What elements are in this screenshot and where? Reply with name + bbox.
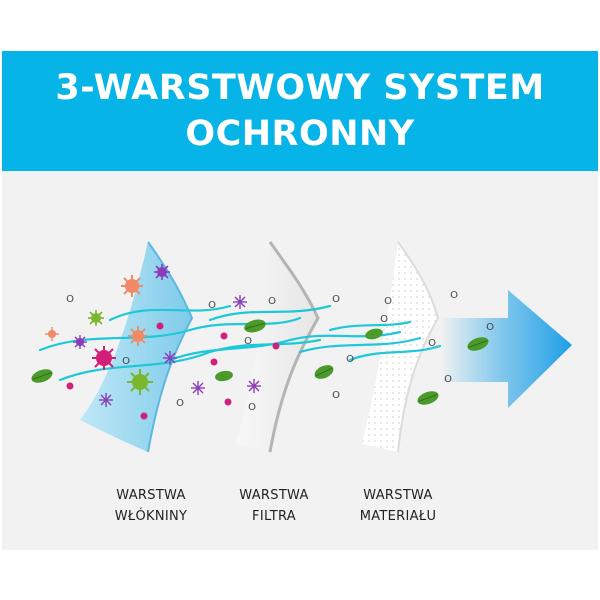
- layer-label-line: WARSTWA: [239, 488, 309, 503]
- layer-label-line: WŁÓKNINY: [114, 509, 188, 524]
- oxygen-label: O: [428, 338, 436, 349]
- leaf-icon: [417, 391, 439, 405]
- virus-icon: [154, 264, 170, 280]
- leaf-icon: [31, 369, 53, 383]
- oxygen-label: O: [346, 354, 354, 365]
- oxygen-label: O: [176, 398, 184, 409]
- layer-nonwoven: [80, 241, 194, 453]
- virus-icon: [73, 335, 87, 349]
- leaf-icon: [244, 319, 266, 333]
- oxygen-label: O: [444, 374, 452, 385]
- oxygen-label: O: [268, 296, 276, 307]
- virus-icons: [45, 264, 280, 420]
- title-line-1: 3-WARSTWOWY SYSTEM: [55, 68, 545, 108]
- oxygen-label: O: [380, 314, 388, 325]
- oxygen-label: O: [450, 290, 458, 301]
- layer-label-line: WARSTWA: [116, 488, 186, 503]
- virus-icon: [163, 351, 177, 365]
- layer-label-nonwoven: WARSTWA WŁÓKNINY: [86, 485, 216, 527]
- virus-icon: [233, 295, 247, 309]
- layer-label-line: MATERIAŁU: [359, 509, 437, 524]
- oxygen-label: O: [122, 356, 130, 367]
- oxygen-label: O: [332, 390, 340, 401]
- leaf-icon: [467, 337, 489, 351]
- oxygen-label: O: [332, 294, 340, 305]
- oxygen-label: O: [244, 336, 252, 347]
- particle-icons: [66, 322, 280, 420]
- oxygen-label: O: [384, 296, 392, 307]
- virus-icon: [45, 327, 59, 341]
- virus-icon: [127, 369, 153, 395]
- leaf-icons: [31, 319, 489, 405]
- title-banner: 3-WARSTWOWY SYSTEM OCHRONNY: [2, 51, 598, 171]
- airflow-arrow: [440, 290, 572, 408]
- leaf-icon: [215, 370, 233, 382]
- oxygen-label: O: [248, 402, 256, 413]
- virus-icon: [191, 381, 205, 395]
- title-line-2: OCHRONNY: [185, 114, 415, 154]
- leaf-icon: [365, 328, 383, 340]
- oxygen-label: O: [208, 300, 216, 311]
- leaf-icon: [314, 365, 334, 379]
- virus-icon: [128, 326, 148, 346]
- virus-icon: [247, 379, 261, 393]
- layer-label-filter: WARSTWA FILTRA: [209, 485, 339, 527]
- layer-material: [362, 241, 440, 453]
- virus-icon: [92, 346, 116, 370]
- virus-icon: [121, 275, 143, 297]
- oxygen-molecules: O O O O O O O O O O O O O O O O: [66, 290, 494, 413]
- layer-label-line: FILTRA: [252, 509, 296, 524]
- oxygen-label: O: [486, 322, 494, 333]
- virus-icon: [88, 310, 104, 326]
- layer-label-line: WARSTWA: [363, 488, 433, 503]
- layer-label-material: WARSTWA MATERIAŁU: [333, 485, 463, 527]
- virus-icon: [99, 393, 113, 407]
- airflow-streams: [38, 304, 442, 382]
- oxygen-label: O: [66, 294, 74, 305]
